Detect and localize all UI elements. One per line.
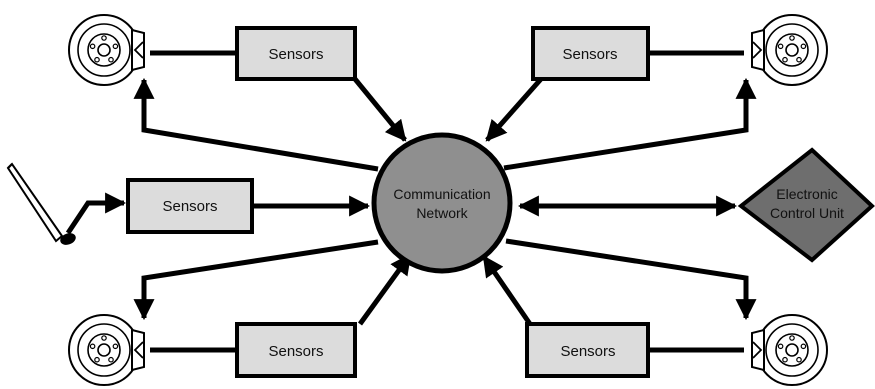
sensor-box-bottom-left: Sensors <box>235 322 357 378</box>
network-label-line2: Network <box>416 205 468 221</box>
brake-disc-wheel-icon <box>68 14 145 86</box>
communication-network-node: Communication Network <box>371 132 513 274</box>
sensor-label: Sensors <box>162 198 217 215</box>
sensor-label: Sensors <box>268 343 323 360</box>
electronic-control-unit-node: Electronic Control Unit <box>737 147 875 263</box>
brake-disc-wheel-icon <box>68 314 145 386</box>
sensor-box-top-left: Sensors <box>235 26 357 81</box>
connection-lines <box>65 50 757 353</box>
network-label-line1: Communication <box>393 186 490 202</box>
sensor-label: Sensors <box>268 46 323 63</box>
ecu-label-line1: Electronic <box>776 186 837 202</box>
ecu-label-line2: Control Unit <box>770 205 844 221</box>
sensor-label: Sensors <box>560 343 615 360</box>
sensor-box-top-right: Sensors <box>531 26 650 81</box>
sensor-label: Sensors <box>562 46 617 63</box>
brake-disc-wheel-icon <box>751 314 828 386</box>
sensor-box-middle-left: Sensors <box>126 178 254 234</box>
pedal-sensor-icon <box>6 162 76 245</box>
brake-disc-wheel-icon <box>751 14 828 86</box>
sensor-box-bottom-right: Sensors <box>525 322 650 378</box>
